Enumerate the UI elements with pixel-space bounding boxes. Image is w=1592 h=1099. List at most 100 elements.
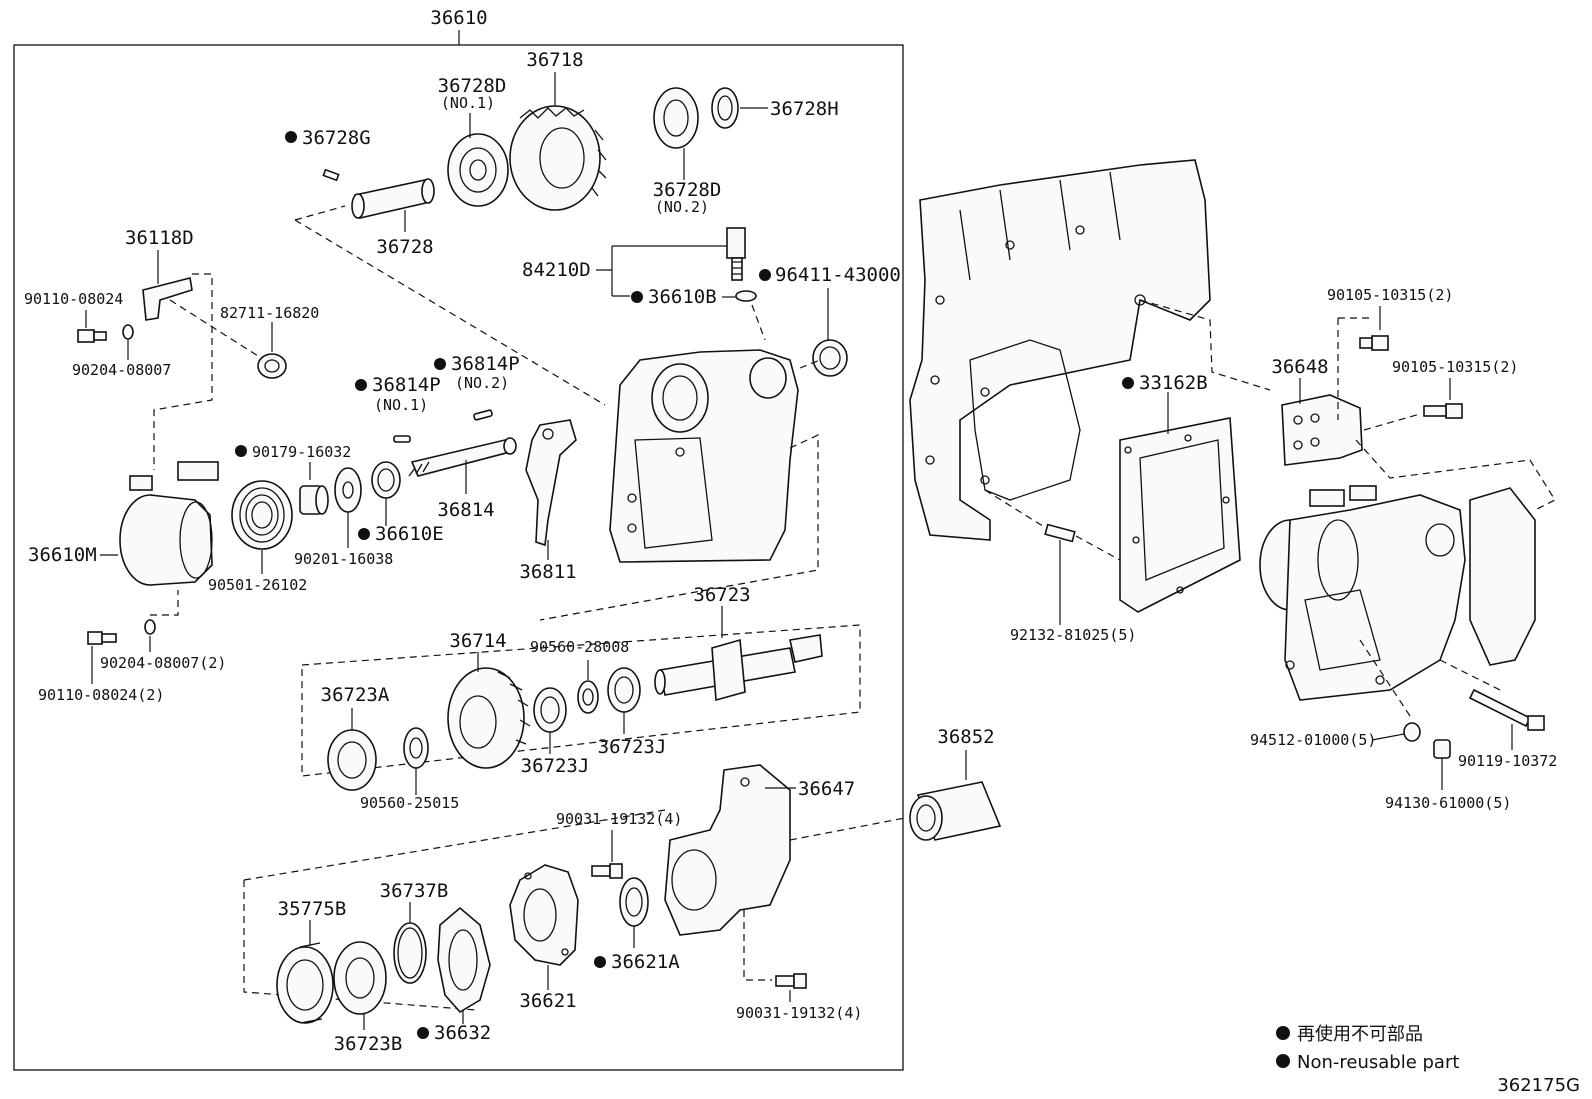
seal-36621A: [619, 877, 649, 927]
bracket-36118D: [142, 277, 193, 321]
label-36118D: 36118D: [125, 227, 194, 249]
group-box-bottom: [243, 809, 666, 1011]
seal-96411-43000: [812, 339, 848, 377]
label-82711-16820: 82711-16820: [220, 304, 319, 322]
label-94512-01000: 94512-01000(5): [1250, 731, 1376, 749]
label-36728D-no1: 36728D: [438, 75, 507, 97]
clamp-82711-16820: [257, 353, 287, 379]
label-no1-a: (NO.1): [441, 94, 495, 112]
washer-94512-01000: [1403, 722, 1421, 742]
label-36811: 36811: [519, 561, 576, 583]
bolt-90119-10372: [1468, 688, 1545, 731]
bolt-90031-19132-b: [775, 973, 807, 989]
legend-dot-jp: [1276, 1026, 1290, 1040]
washer-36728H: [711, 87, 739, 129]
legend-text-en: Non-reusable part: [1297, 1052, 1459, 1073]
label-36723B: 36723B: [334, 1033, 403, 1055]
non-reusable-dot: [631, 291, 643, 303]
label-90031-19132-a: 90031-19132(4): [556, 810, 682, 828]
label-36737B: 36737B: [380, 880, 449, 902]
washer-90560-25015: [403, 727, 429, 769]
label-36610E: 36610E: [375, 523, 444, 545]
washer-90204-08007: [122, 324, 134, 340]
label-90201-16038: 90201-16038: [294, 550, 393, 568]
label-36728G: 36728G: [302, 127, 371, 149]
label-36610: 36610: [430, 7, 487, 29]
transfer-assembly: [1259, 485, 1536, 701]
legend-dot-en: [1276, 1054, 1290, 1068]
label-90105-10315-b: 90105-10315(2): [1392, 358, 1518, 376]
spring-90501-26102: [231, 480, 293, 550]
switch-84210D: [726, 227, 746, 281]
label-no2-a: (NO.2): [655, 198, 709, 216]
label-36728: 36728: [376, 236, 433, 258]
label-36714: 36714: [449, 630, 506, 652]
label-36723J-2: 36723J: [598, 736, 667, 758]
label-36814P-no1: 36814P: [372, 374, 441, 396]
label-36621: 36621: [519, 990, 576, 1012]
non-reusable-dot: [594, 956, 606, 968]
non-reusable-dot: [235, 445, 247, 457]
bearing-35775B: [276, 942, 334, 1024]
legend: 再使用不可部品 Non-reusable part: [1276, 1024, 1459, 1073]
label-36852: 36852: [937, 726, 994, 748]
nut-90179-16032: [299, 485, 329, 515]
label-90119-10372: 90119-10372: [1458, 752, 1557, 770]
gasket-33162B: [1119, 417, 1241, 613]
transmission-case: [909, 159, 1211, 541]
bolt-90110-08024: [77, 329, 107, 343]
label-96411-43000: 96411-43000: [775, 264, 901, 286]
nut-94130-61000: [1433, 739, 1451, 759]
washer-90204-08007-2: [144, 619, 156, 635]
label-90204-08007: 90204-08007: [72, 361, 171, 379]
diagram-code: 362175G: [1497, 1075, 1580, 1096]
non-reusable-dot: [759, 269, 771, 281]
adapter-36647: [664, 764, 791, 936]
label-92132-81025: 92132-81025(5): [1010, 626, 1136, 644]
non-reusable-dot: [1122, 377, 1134, 389]
housing-36610: [609, 349, 799, 563]
stud-92132-81025: [1044, 523, 1076, 543]
pin-36728G: [322, 168, 340, 182]
shaft-36814: [408, 437, 517, 477]
label-90031-19132-b: 90031-19132(4): [736, 1004, 862, 1022]
label-36814P-no2: 36814P: [451, 353, 520, 375]
pin-36814P-no1: [393, 435, 411, 443]
bolt-90110-08024-2: [87, 631, 117, 645]
legend-text-jp: 再使用不可部品: [1297, 1024, 1423, 1045]
non-reusable-dot: [358, 528, 370, 540]
non-reusable-dot: [285, 131, 297, 143]
label-36723J-1: 36723J: [521, 755, 590, 777]
label-36610M: 36610M: [28, 544, 97, 566]
shaft-36728: [351, 178, 435, 219]
seal-36610E: [371, 461, 401, 499]
bolt-90031-19132-a: [591, 863, 623, 879]
bolt-90105-10315-a: [1359, 335, 1389, 351]
group-box-middle: [301, 624, 861, 777]
bearing-36723B: [333, 941, 387, 1015]
bracket-36648: [1281, 394, 1363, 466]
pin-36814P-no2: [473, 409, 493, 421]
bolt-90105-10315-b: [1423, 403, 1463, 419]
label-36610B: 36610B: [648, 286, 717, 308]
label-36728D-no2: 36728D: [653, 179, 722, 201]
washer-90201-16038: [334, 467, 362, 513]
bearing-36728D-no2: [653, 87, 699, 149]
label-36632: 36632: [434, 1022, 491, 1044]
label-36648: 36648: [1271, 356, 1328, 378]
shaft-36723: [654, 634, 823, 702]
washer-90560-28008: [577, 680, 599, 714]
label-84210D: 84210D: [522, 259, 591, 281]
label-36723A: 36723A: [321, 684, 390, 706]
label-36718: 36718: [526, 49, 583, 71]
label-90179-16032: 90179-16032: [252, 443, 351, 461]
label-90560-28008: 90560-28008: [530, 638, 629, 656]
needle-bearing-36723J-a: [533, 687, 567, 733]
label-90560-25015: 90560-25015: [360, 794, 459, 812]
label-90105-10315-a: 90105-10315(2): [1327, 286, 1453, 304]
actuator-36610M: [119, 461, 219, 586]
label-90501-26102: 90501-26102: [208, 576, 307, 594]
non-reusable-dot: [434, 358, 446, 370]
